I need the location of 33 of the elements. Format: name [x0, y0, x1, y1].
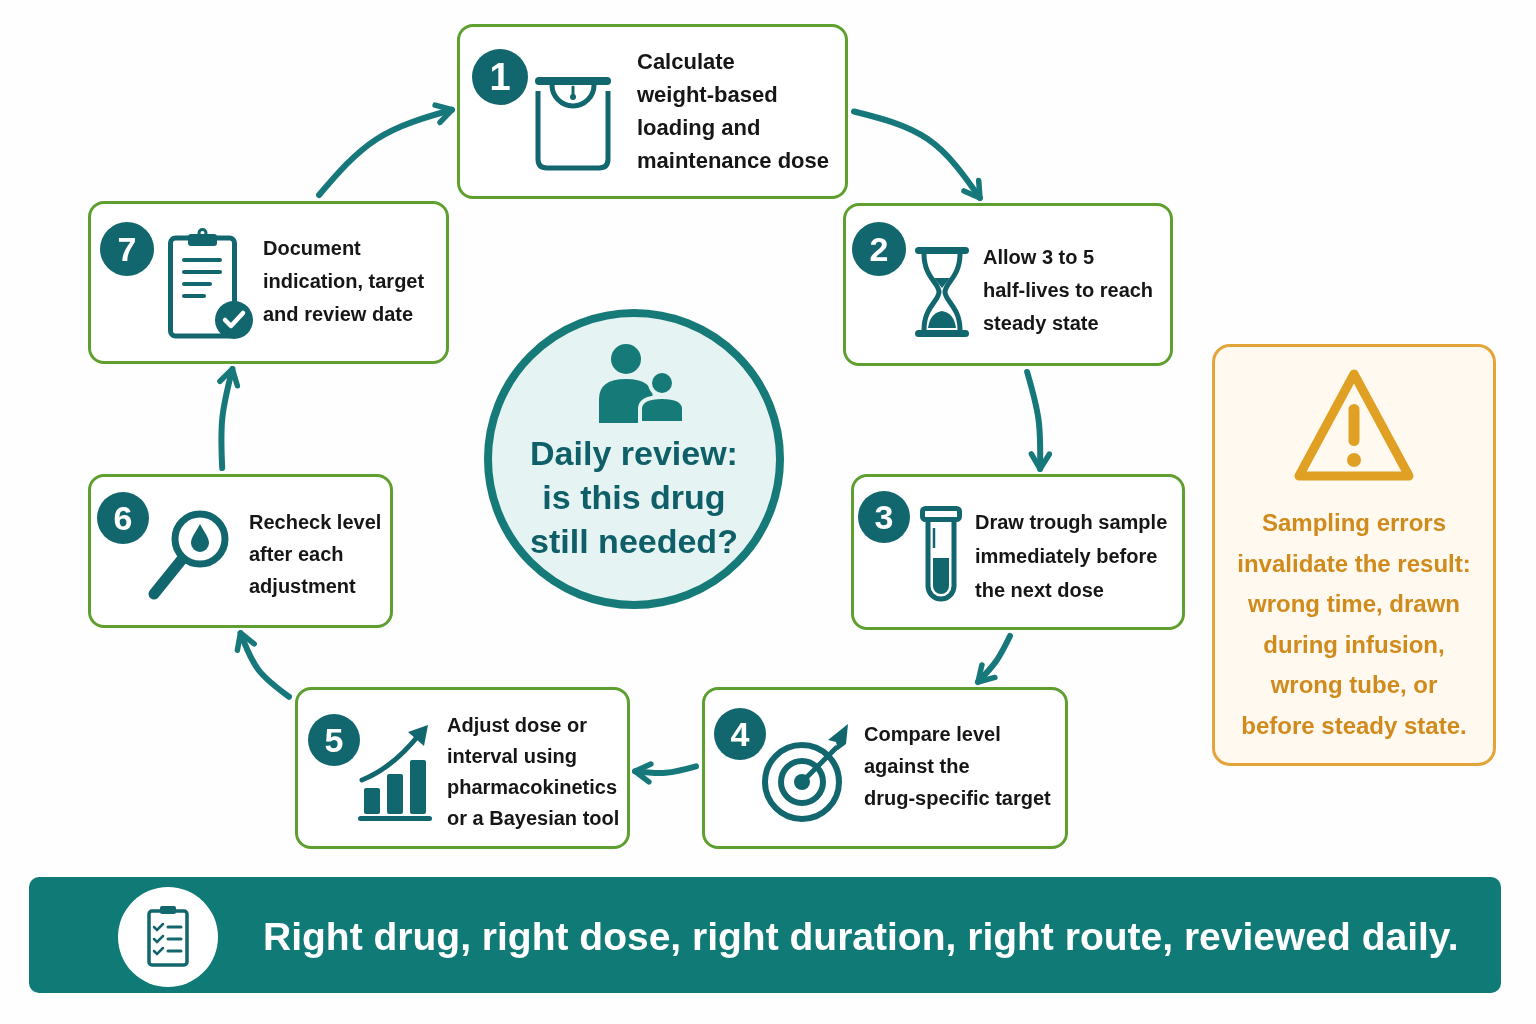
step-card: [457, 24, 848, 199]
review-question: Daily review: is this drug still needed?: [529, 433, 739, 562]
step-card: [702, 687, 1068, 849]
step-card: [851, 474, 1185, 630]
step-number-badge: 1: [472, 49, 528, 105]
step-text: Compare level against the drug-specific target: [864, 722, 1052, 811]
step-card: [88, 201, 449, 364]
warning-text: Sampling errors invalidate the result: wrong time, drawn during infusion, wrong tube, or before steady state.: [1236, 508, 1472, 741]
warning-panel: [1212, 344, 1496, 766]
step-text: Allow 3 to 5 half-lives to reach steady state: [983, 245, 1155, 336]
summary-text: Right drug, right dose, right duration, right route, reviewed daily.: [263, 914, 1460, 960]
step-number-badge: 4: [714, 708, 766, 760]
curved-arrow: [234, 630, 292, 700]
step-number-badge: 7: [100, 222, 154, 276]
step-number-badge: 6: [97, 492, 149, 544]
step-text: Calculate weight-based loading and maintenance dose: [637, 48, 830, 175]
curved-arrow: [974, 633, 1013, 685]
step-number-badge: 5: [308, 714, 360, 766]
summary-banner: [29, 877, 1501, 993]
step-card: [843, 203, 1173, 366]
step-text: Recheck level after each adjustment: [249, 510, 383, 599]
step-text: Adjust dose or interval using pharmacokinetics or a Bayesian tool: [447, 713, 621, 831]
step-card: [88, 474, 393, 628]
step-number-badge: 2: [852, 222, 906, 276]
curved-arrow: [316, 102, 455, 198]
curved-arrow: [1024, 369, 1053, 472]
step-text: Draw trough sample immediately before the next dose: [975, 510, 1169, 603]
curved-arrow: [632, 761, 699, 785]
step-card: [295, 687, 630, 849]
step-number-badge: 3: [858, 491, 910, 543]
curved-arrow: [851, 108, 983, 201]
curved-arrow: [217, 366, 241, 471]
step-text: Document indication, target and review date: [263, 236, 426, 327]
